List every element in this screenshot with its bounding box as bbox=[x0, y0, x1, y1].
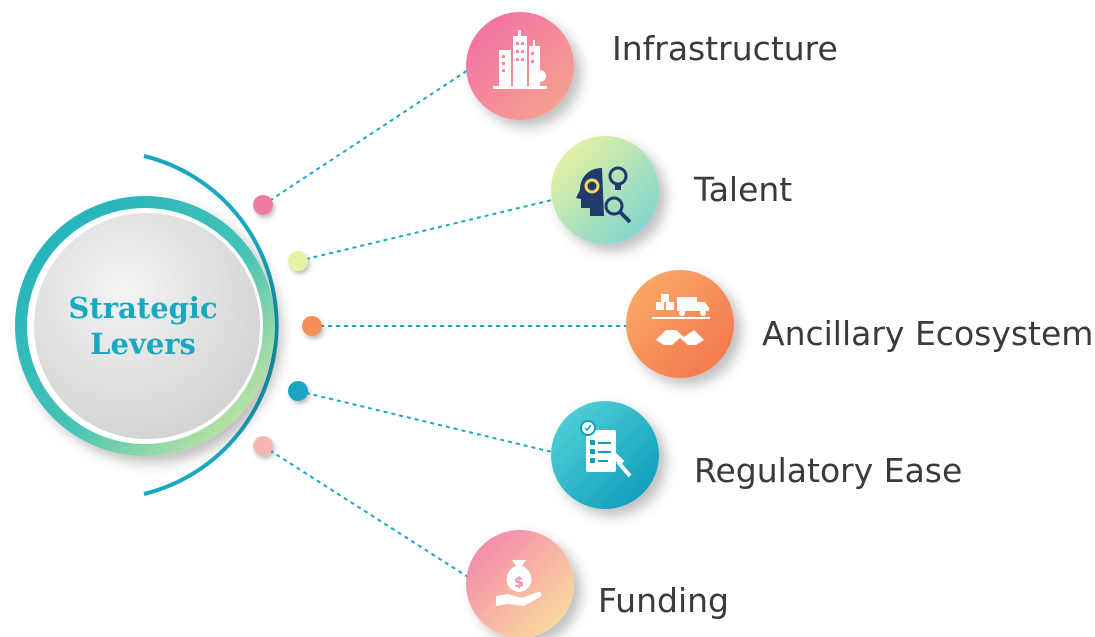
connector-regulatory bbox=[297, 390, 553, 453]
svg-text:$: $ bbox=[514, 575, 524, 591]
center-node bbox=[15, 196, 275, 456]
arc-dots bbox=[253, 195, 322, 456]
node-ancillary-ecosystem bbox=[626, 270, 734, 378]
node-talent bbox=[551, 136, 659, 244]
node-regulatory-ease bbox=[551, 401, 659, 509]
outer-arc bbox=[143, 154, 279, 496]
label-ancillary-ecosystem: Ancillary Ecosystem bbox=[762, 314, 1093, 353]
dot-ancillary bbox=[302, 316, 322, 336]
dot-talent bbox=[288, 251, 308, 271]
label-talent: Talent bbox=[693, 170, 792, 209]
node-funding: $ bbox=[466, 530, 574, 637]
label-funding: Funding bbox=[598, 581, 729, 620]
dot-regulatory bbox=[288, 381, 308, 401]
connector-talent bbox=[297, 199, 553, 262]
connector-infrastructure bbox=[262, 69, 469, 206]
label-regulatory-ease: Regulatory Ease bbox=[694, 451, 962, 490]
connector-funding bbox=[262, 445, 469, 578]
truck-handshake-icon bbox=[652, 294, 710, 345]
center-title-line2: Levers bbox=[90, 327, 196, 361]
dot-infrastructure bbox=[253, 195, 273, 215]
node-infrastructure bbox=[466, 12, 574, 120]
money-bag-hand-icon: $ bbox=[496, 560, 542, 606]
label-infrastructure: Infrastructure bbox=[612, 29, 838, 68]
center-title-line1: Strategic bbox=[68, 291, 217, 325]
connectors bbox=[262, 69, 628, 578]
dot-funding bbox=[253, 436, 273, 456]
head-gear-lightbulb-magnifier-icon bbox=[576, 166, 632, 224]
city-buildings-icon bbox=[493, 30, 547, 89]
checklist-gavel-icon bbox=[580, 420, 632, 478]
